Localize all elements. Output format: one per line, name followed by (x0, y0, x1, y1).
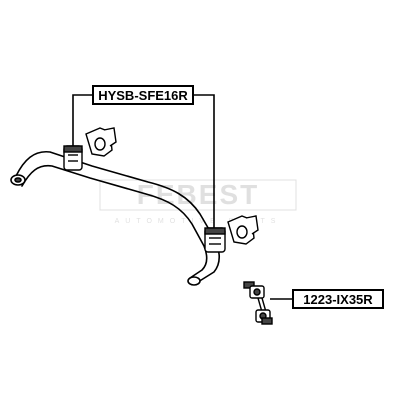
bushing-exploded-left (85, 127, 117, 157)
bushing-on-bar-right (204, 227, 226, 253)
bushing-exploded-right (227, 215, 259, 245)
stabilizer-link (243, 281, 273, 325)
bushing-on-bar-left (63, 145, 83, 171)
part-label-stabilizer-link[interactable]: 1223-IX35R (292, 289, 384, 309)
part-label-stabilizer-bushing[interactable]: HYSB-SFE16R (92, 85, 194, 105)
watermark-tagline: AUTOMOTIVE PARTS (115, 218, 282, 225)
watermark: FEBEST AUTOMOTIVE PARTS (99, 179, 297, 225)
bar-end-eye-right (187, 276, 201, 286)
leader-lines-bushing (72, 94, 215, 228)
stabilizer-bar (10, 151, 221, 286)
